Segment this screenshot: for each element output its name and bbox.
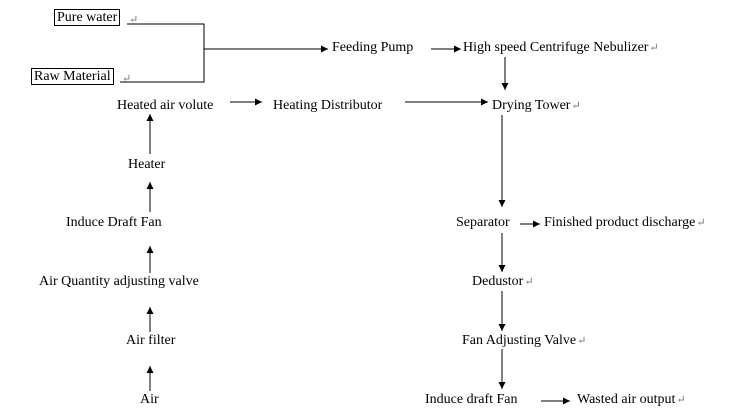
node-air: Air <box>140 392 159 407</box>
connector-pure-water <box>127 23 205 49</box>
node-separator: Separator <box>456 215 510 230</box>
paragraph-mark: ↵ <box>129 14 139 26</box>
paragraph-mark: ↵ <box>696 217 706 229</box>
node-heating-distributor: Heating Distributor <box>273 98 383 113</box>
node-label: Finished product discharge <box>544 215 696 230</box>
node-label: Fan Adjusting Valve <box>462 333 577 348</box>
node-label: Drying Tower <box>492 98 571 113</box>
connector-raw-material <box>120 49 205 83</box>
paragraph-mark: ↵ <box>122 73 132 85</box>
node-label: Wasted air output <box>577 392 676 407</box>
node-nebulizer: High speed Centrifuge Nebulizer↵ <box>463 40 659 56</box>
paragraph-mark: ↵ <box>676 394 686 406</box>
node-label: High speed Centrifuge Nebulizer <box>463 40 649 55</box>
node-drying-tower: Drying Tower↵ <box>492 98 581 114</box>
node-label: Pure water <box>57 10 118 25</box>
node-pure-water: Pure water <box>54 9 121 26</box>
node-label: Raw Material <box>34 69 111 84</box>
paragraph-mark: ↵ <box>577 335 587 347</box>
node-fan-adjusting-valve: Fan Adjusting Valve↵ <box>462 333 586 349</box>
node-label: Dedustor <box>472 274 524 289</box>
paragraph-mark: ↵ <box>524 276 534 288</box>
node-feeding-pump: Feeding Pump <box>332 40 414 55</box>
node-heated-air-volute: Heated air volute <box>117 98 214 113</box>
node-wasted-air: Wasted air output↵ <box>577 392 686 408</box>
paragraph-mark: ↵ <box>649 42 659 54</box>
node-raw-material: Raw Material <box>31 68 114 85</box>
paragraph-mark: ↵ <box>571 100 581 112</box>
node-air-quantity-valve: Air Quantity adjusting valve <box>39 274 199 289</box>
node-heater: Heater <box>128 157 166 172</box>
node-induce-draft-fan-right: Induce draft Fan <box>425 392 518 407</box>
node-induce-draft-fan-left: Induce Draft Fan <box>66 215 162 230</box>
node-finished-product: Finished product discharge↵ <box>544 215 706 231</box>
node-air-filter: Air filter <box>126 333 176 348</box>
node-dedustor: Dedustor↵ <box>472 274 534 290</box>
